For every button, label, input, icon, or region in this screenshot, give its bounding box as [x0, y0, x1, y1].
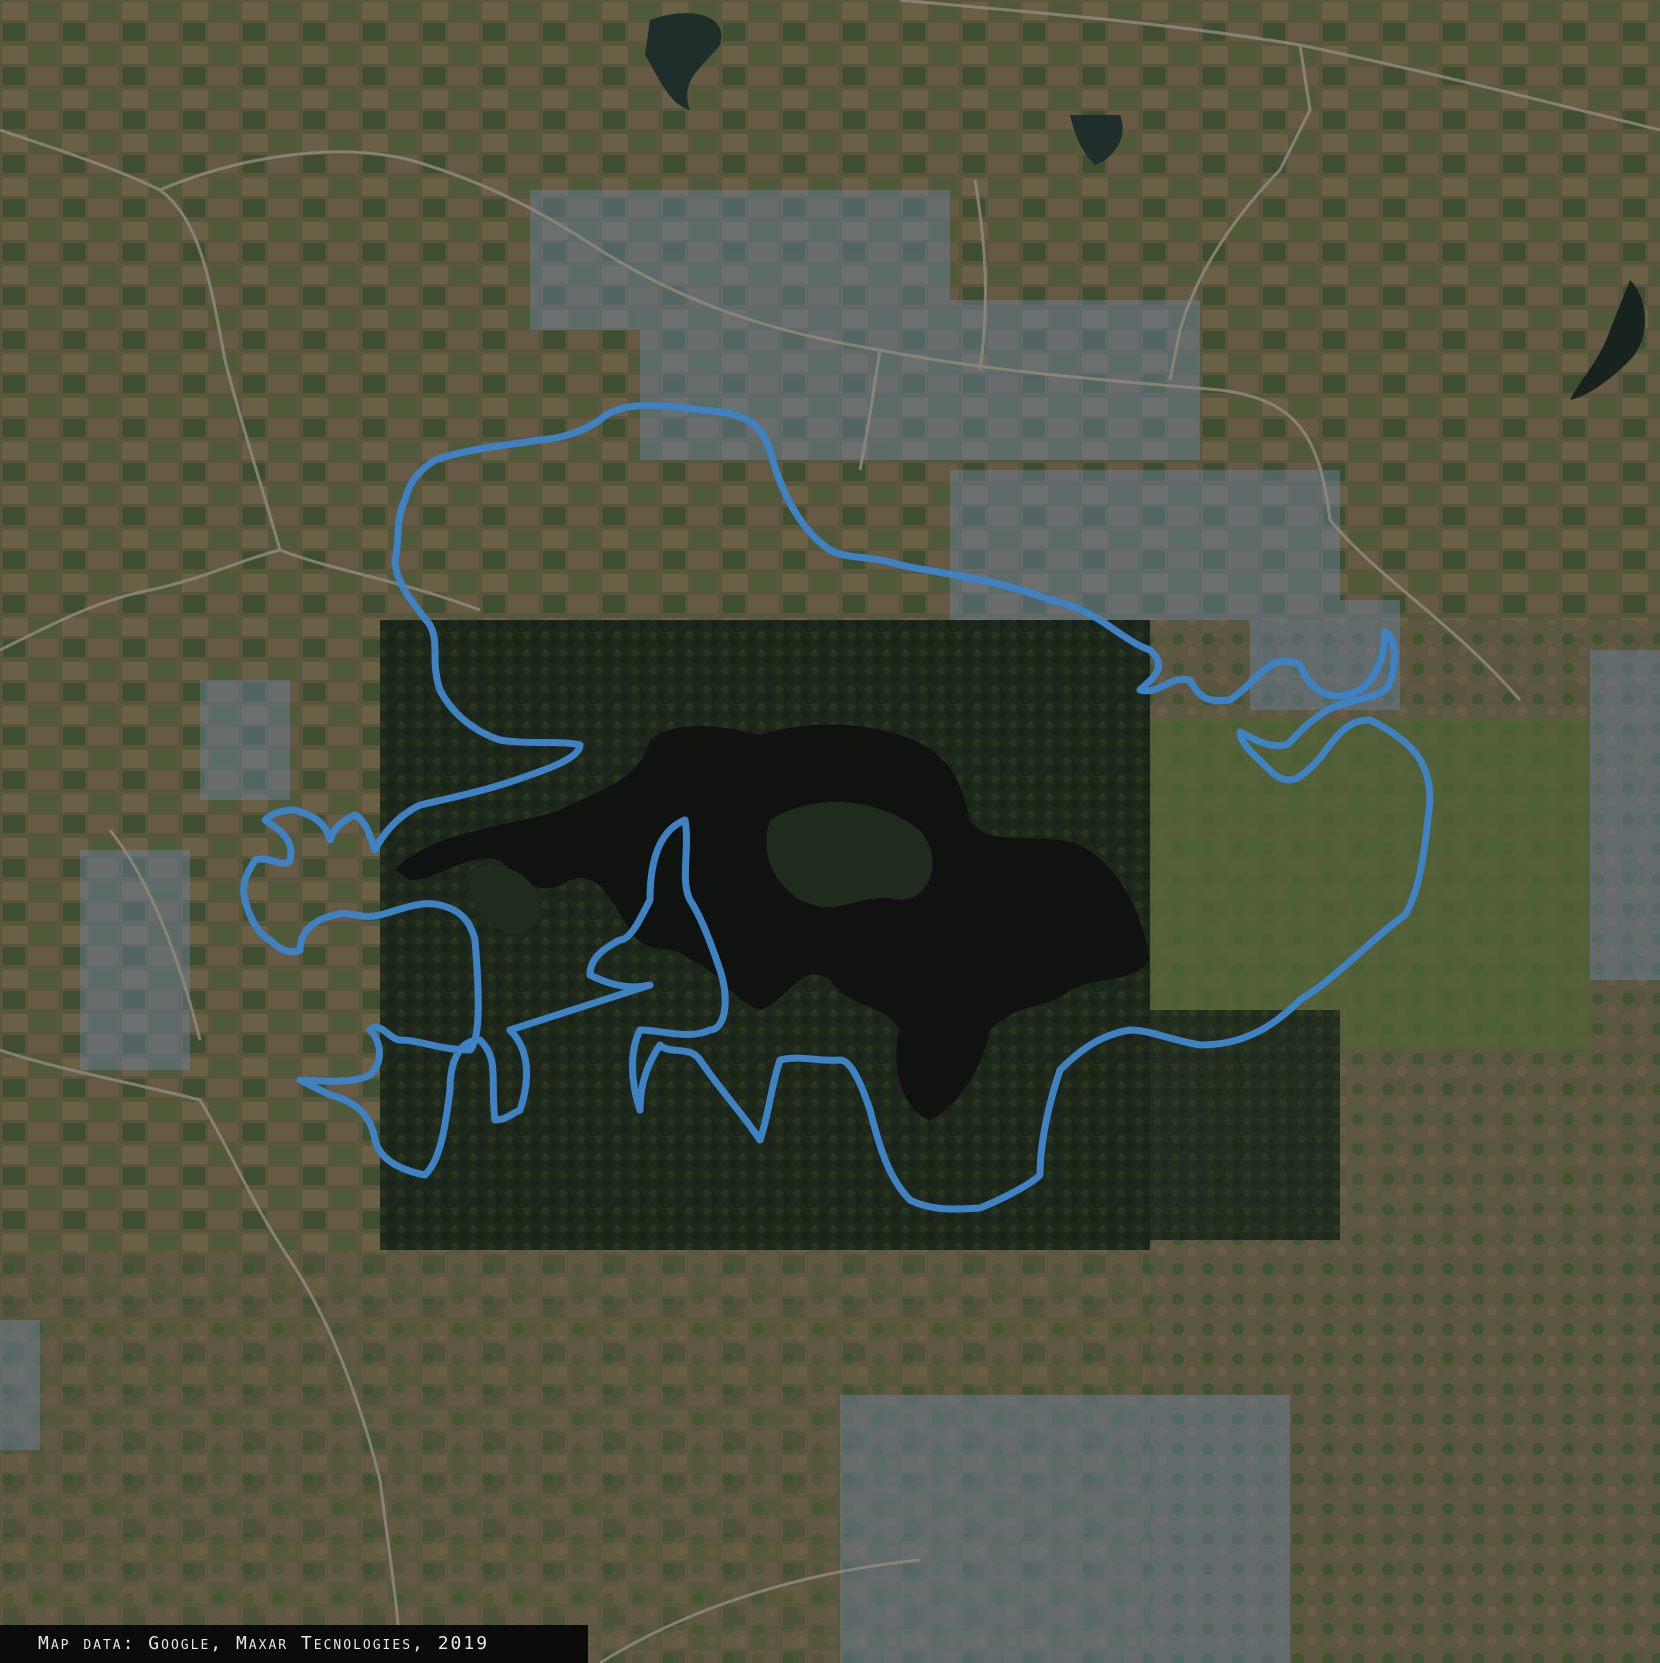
grassland-center-east: [1150, 720, 1590, 1050]
reservoir-water: [395, 724, 1150, 1120]
pond-east: [1570, 280, 1645, 400]
forest-island: [469, 866, 540, 934]
pond-north: [645, 13, 722, 110]
forest-peninsula: [766, 801, 933, 908]
scrubland-south: [0, 1250, 1660, 1663]
forest-block-east: [1150, 1010, 1340, 1240]
map-attribution: Map data: Google, Maxar Tecnologies, 201…: [0, 1625, 588, 1663]
pond-northeast: [1070, 115, 1123, 165]
imagery-tiles: [0, 190, 1660, 1663]
boundary-outline: [240, 402, 1434, 1213]
